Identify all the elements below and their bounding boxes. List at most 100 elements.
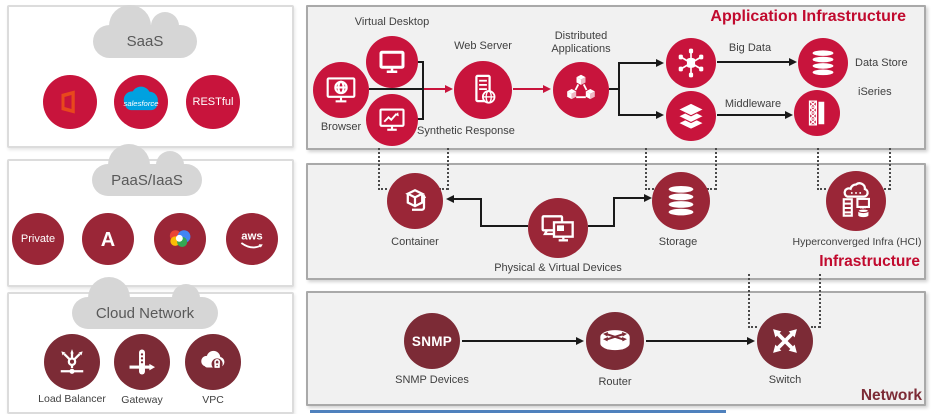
web-server-node (454, 61, 512, 119)
gateway-node (114, 334, 170, 390)
devices-to-container-line2 (480, 198, 482, 227)
distributed-apps-node (553, 62, 609, 118)
router-to-switch-arrowhead (747, 336, 755, 345)
saas-cloud-label: SaaS (126, 33, 164, 50)
router-caption: Router (598, 376, 632, 388)
bigdata-to-datastore-line (717, 61, 789, 63)
virtual-desktop-caption: Virtual Desktop (354, 16, 430, 28)
bottom-accent-bar (310, 410, 726, 413)
middleware-to-iseries-line (717, 114, 785, 116)
restful-node: RESTful (186, 75, 240, 129)
azure-icon: A (101, 229, 115, 251)
devices-to-storage-arrowhead (644, 193, 652, 202)
restful-label: RESTful (192, 96, 234, 108)
middleware-to-iseries-arrowhead (785, 110, 793, 119)
dotted-connector-stub (645, 188, 654, 190)
big-data-icon (678, 48, 704, 78)
switch-node (757, 313, 813, 369)
bigdata-to-datastore-arrowhead (789, 57, 797, 66)
middleware-node (666, 91, 716, 141)
da-to-middleware-arrowhead (656, 110, 664, 119)
private-label: Private (20, 233, 56, 245)
gateway-caption: Gateway (121, 394, 163, 406)
load-balancer-icon (60, 349, 84, 374)
middleware-icon (676, 102, 706, 130)
dotted-connector-stub (439, 188, 448, 190)
dotted-connector (817, 148, 819, 190)
da-elbow-v (618, 62, 620, 116)
devices-caption: Physical & Virtual Devices (494, 262, 622, 274)
big-data-node (666, 38, 716, 88)
load-balancer-node (44, 334, 100, 390)
dotted-connector (447, 148, 449, 190)
saas-cloud: SaaS (93, 5, 197, 58)
container-icon (405, 188, 427, 211)
snmp-to-router-arrowhead (576, 336, 584, 345)
dotted-connector-stub (748, 326, 757, 328)
devices-icon (541, 215, 574, 242)
salesforce-icon: salesforce (123, 86, 159, 111)
svg-text:salesforce: salesforce (123, 99, 158, 108)
google-cloud-node (154, 213, 206, 265)
da-to-bigdata-line (618, 62, 656, 64)
da-to-bigdata-arrowhead (656, 58, 664, 67)
gateway-icon (129, 349, 156, 375)
network-title: Network (860, 387, 922, 404)
snmp-badge: SNMP (411, 333, 453, 349)
virtual-desktop-icon (379, 50, 405, 73)
devices-to-storage-line2 (613, 197, 615, 227)
office-icon (61, 90, 75, 114)
to-web-server-line (423, 88, 445, 90)
svg-text:A: A (101, 229, 115, 251)
da-to-middleware-line (618, 114, 656, 116)
cloud-network-label: Cloud Network (95, 304, 195, 322)
synthetic-response-icon (379, 108, 405, 131)
storage-caption: Storage (658, 236, 698, 248)
hci-node (826, 171, 886, 231)
devices-to-storage-line1 (588, 225, 615, 227)
webserver-to-da-line (513, 88, 543, 90)
browser-caption: Browser (320, 121, 362, 133)
data-store-icon (812, 50, 834, 76)
dotted-connector-stub (817, 188, 826, 190)
dotted-connector (748, 274, 750, 328)
office-node (43, 75, 97, 129)
container-node (387, 173, 443, 229)
load-balancer-caption: Load Balancer (38, 393, 106, 405)
azure-node: A (82, 213, 134, 265)
browser-icon (326, 77, 356, 103)
vpc-icon (201, 350, 225, 370)
snmp-node: SNMP (404, 313, 460, 369)
dotted-connector (715, 148, 717, 190)
dotted-connector (889, 148, 891, 190)
router-icon (600, 330, 630, 351)
synthetic-response-caption: Synthetic Response (417, 125, 515, 137)
dotted-connector (645, 148, 647, 190)
browser-node (313, 62, 369, 118)
dotted-connector (819, 274, 821, 328)
middleware-caption: Middleware (724, 98, 782, 110)
to-web-server-arrowhead (445, 84, 453, 93)
web-server-caption: Web Server (454, 40, 512, 52)
devices-node (528, 198, 588, 258)
hci-caption: Hyperconverged Infra (HCI) (792, 236, 922, 248)
dotted-connector-stub (881, 188, 890, 190)
distributed-apps-caption: Distributed Applications (551, 30, 611, 56)
snmp-devices-caption: SNMP Devices (395, 374, 469, 386)
cloud-network-cloud: Cloud Network (72, 277, 218, 329)
vpc-node (185, 334, 241, 390)
private-cloud-node: Private (12, 213, 64, 265)
bracket-stub-top (415, 61, 423, 63)
devices-to-storage-line3 (613, 197, 644, 199)
bracket-stub-bottom (415, 118, 423, 120)
infra-title: Infrastructure (819, 253, 920, 270)
container-caption: Container (391, 236, 439, 248)
data-store-caption: Data Store (855, 57, 908, 69)
iseries-icon (808, 100, 825, 126)
paas-cloud: PaaS/IaaS (92, 144, 202, 196)
router-to-switch-line (646, 340, 747, 342)
devices-to-container-arrowhead (446, 194, 454, 203)
iseries-node (794, 90, 840, 136)
snmp-to-router-line (462, 340, 576, 342)
